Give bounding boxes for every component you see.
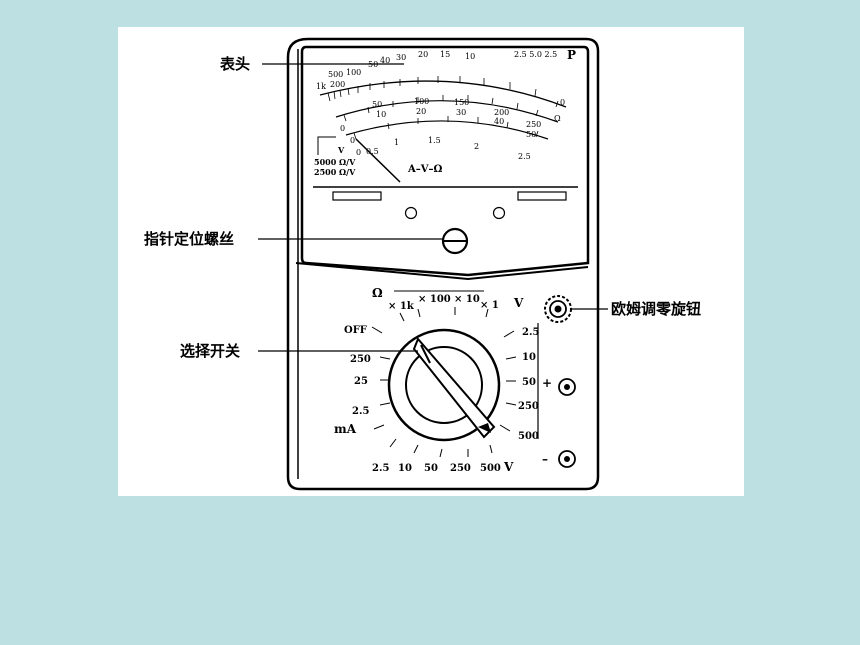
- ohm-unit: Ω: [554, 114, 561, 123]
- ac-scale-0-5: 0.5: [366, 147, 379, 156]
- ohm-scale-500: 500: [328, 70, 343, 79]
- dc-inner-50: 50: [526, 130, 536, 139]
- range-ma-2-5[interactable]: 2.5: [352, 406, 369, 417]
- range-acv-50[interactable]: 50: [424, 463, 438, 474]
- dc-scale-150: 150: [454, 98, 469, 107]
- dial-ma-symbol: mA: [334, 422, 357, 436]
- range-dcv-50[interactable]: 50: [522, 377, 536, 388]
- dial-omega: Ω: [372, 286, 383, 300]
- ohm-scale-100: 100: [346, 68, 361, 77]
- ohm-scale-10: 10: [465, 52, 475, 61]
- range-ma-25[interactable]: 25: [354, 376, 368, 387]
- range-ma-250[interactable]: 250: [350, 354, 371, 365]
- ac-scale-0: 0: [356, 148, 361, 157]
- ohm-scale-200: 200: [330, 80, 345, 89]
- dc-scale-100: 100: [414, 97, 429, 106]
- ohm-scale-zero: 0: [560, 98, 565, 107]
- meter-head-window: [300, 45, 590, 277]
- scale-ticks: [327, 76, 559, 140]
- dc-scale-50: 50: [372, 100, 382, 109]
- label-selector-switch: 选择开关: [180, 342, 240, 360]
- terminal-plus-label: +: [542, 376, 552, 390]
- pointer-adjust-screw[interactable]: [441, 227, 469, 255]
- range-ohm-x10[interactable]: × 10: [454, 294, 480, 305]
- terminal-minus-label: –: [542, 452, 548, 466]
- label-pointer-screw: 指针定位螺丝: [144, 230, 234, 248]
- ohm-zero-knob[interactable]: [544, 295, 572, 323]
- dc-inner-20: 20: [416, 107, 426, 116]
- brand-mark: P: [567, 48, 576, 62]
- accuracy-class: 2.5 5.0 2.5: [514, 50, 557, 59]
- multimeter-diagram: 1k 500 200 100 50 40 30 20 15 10 0 Ω 0 5…: [144, 37, 701, 491]
- range-acv-500[interactable]: 500: [480, 463, 501, 474]
- needle: [355, 138, 401, 183]
- sensitivity-dc: 5000 Ω/V: [314, 157, 356, 167]
- ohm-scale-20: 20: [418, 50, 428, 59]
- dc-scale-250: 250: [526, 120, 541, 129]
- selector-switch-dial[interactable]: [387, 328, 501, 442]
- dc-scale-0: 0: [340, 124, 345, 133]
- dial-ticks: [371, 307, 517, 458]
- avo-label: A–V–Ω: [407, 164, 443, 175]
- ohm-scale-40: 40: [380, 56, 390, 65]
- dial-v-dc-symbol: V: [513, 296, 524, 310]
- mount-hole-right: [492, 206, 506, 220]
- label-ohm-zero-knob: 欧姆调零旋钮: [611, 300, 701, 318]
- terminal-positive[interactable]: [558, 378, 576, 396]
- dc-inner-30: 30: [456, 108, 466, 117]
- label-meter-head: 表头: [220, 55, 250, 73]
- range-dcv-500[interactable]: 500: [518, 431, 539, 442]
- multimeter-diagram-panel: 1k 500 200 100 50 40 30 20 15 10 0 Ω 0 5…: [118, 27, 744, 496]
- ohm-scale-1k: 1k: [316, 82, 326, 91]
- range-dcv-10[interactable]: 10: [522, 352, 536, 363]
- range-ohm-x1[interactable]: × 1: [480, 300, 499, 311]
- ac-scale-2: 2: [474, 142, 479, 151]
- v-ac-symbol: V: [337, 145, 345, 155]
- ac-scale-1-5: 1.5: [428, 136, 441, 145]
- dc-scale-200: 200: [494, 108, 509, 117]
- mirror-strip-right: [517, 191, 567, 201]
- range-ohm-x100[interactable]: × 100: [418, 294, 451, 305]
- range-ohm-x1k[interactable]: × 1k: [388, 301, 415, 312]
- window-bottom-edge: [295, 262, 589, 281]
- range-acv-250[interactable]: 250: [450, 463, 471, 474]
- ac-scale-arc: [345, 120, 549, 140]
- dc-inner-0: 0: [350, 136, 355, 145]
- range-acv-2-5[interactable]: 2.5: [372, 463, 389, 474]
- ac-scale-1: 1: [394, 138, 399, 147]
- dc-inner-40: 40: [494, 117, 504, 126]
- mount-hole-left: [404, 206, 418, 220]
- range-acv-10[interactable]: 10: [398, 463, 412, 474]
- range-dcv-250[interactable]: 250: [518, 401, 539, 412]
- dc-scale-arc: [335, 100, 559, 123]
- ohm-scale-30: 30: [396, 53, 406, 62]
- range-dcv-2-5[interactable]: 2.5: [522, 327, 539, 338]
- ohm-scale-arc: [319, 80, 567, 108]
- dc-inner-10: 10: [376, 110, 386, 119]
- meter-body: [286, 37, 600, 491]
- sensitivity-ac: 2500 Ω/V: [314, 167, 356, 177]
- dial-v-ac-symbol: V: [503, 460, 514, 474]
- v-ac-mark: [317, 136, 336, 155]
- terminal-negative[interactable]: [558, 450, 576, 468]
- range-off[interactable]: OFF: [344, 325, 367, 336]
- ac-scale-2-5: 2.5: [518, 152, 531, 161]
- ohm-scale-15: 15: [440, 50, 450, 59]
- mirror-strip-left: [332, 191, 382, 201]
